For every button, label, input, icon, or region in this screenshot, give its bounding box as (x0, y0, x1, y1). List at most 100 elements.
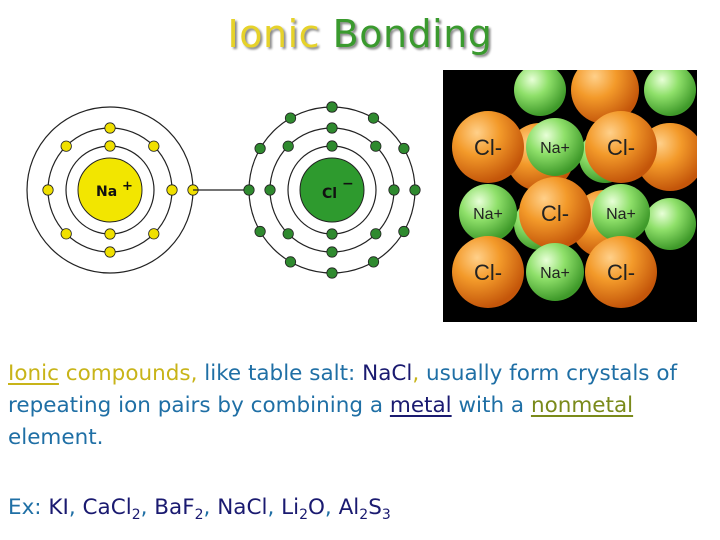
example-ki: KI (48, 495, 69, 520)
electron (264, 184, 276, 196)
example-sep: , (267, 495, 282, 520)
text-usually-form: usually form crystals of repeating ion p… (8, 361, 678, 418)
na-electrons (42, 122, 199, 258)
chloride-label: Cl- (474, 260, 502, 285)
slide-title: Ionic Bonding (0, 10, 720, 58)
chloride-label: Cl- (474, 135, 502, 160)
text-element: element. (8, 425, 104, 450)
formula-subscript: 2 (359, 507, 369, 523)
sodium-sphere (514, 70, 566, 116)
example-cacl2: CaCl2 (82, 495, 141, 523)
formula-tail: S (368, 495, 382, 520)
chloride-sphere (519, 177, 591, 249)
electron (104, 140, 116, 152)
text-compounds: compounds (58, 361, 191, 386)
sodium-label: Na+ (540, 265, 570, 282)
electron (284, 112, 297, 124)
chloride-label: Cl- (607, 135, 635, 160)
electron (326, 228, 338, 240)
electron (104, 122, 116, 134)
example-baf2: BaF2 (154, 495, 204, 523)
electron (60, 140, 72, 152)
electron (398, 225, 410, 238)
electron (326, 140, 338, 152)
cl-nucleus (299, 157, 365, 223)
example-sep: , (68, 495, 83, 520)
formula-tail: O (307, 495, 325, 520)
title-word-ionic: Ionic (227, 12, 321, 56)
electron (370, 140, 382, 152)
formula-main: BaF (154, 495, 195, 520)
electron (148, 140, 160, 152)
electron (254, 225, 266, 238)
word-nonmetal: nonmetal (530, 393, 634, 418)
formula-nacl: NaCl (362, 361, 413, 386)
example-sep: , (324, 495, 339, 520)
sodium-sphere (592, 184, 650, 242)
chloride-sphere (585, 236, 657, 308)
examples-line: Ex: KI, CaCl2, BaF2, NaCl, Li2O, Al2S3 (8, 492, 391, 524)
word-metal: metal (389, 393, 452, 418)
chloride-sphere (571, 70, 639, 124)
electron (326, 246, 338, 258)
chloride-sphere (585, 111, 657, 183)
sodium-sphere (459, 184, 517, 242)
electron (104, 246, 116, 258)
sodium-label: Na+ (606, 206, 636, 223)
na-charge: + (122, 179, 133, 194)
electron (284, 256, 297, 268)
example-al2s3: Al2S3 (339, 495, 391, 523)
sodium-sphere (644, 70, 696, 116)
formula-main: CaCl (82, 495, 132, 520)
example-sep: , (140, 495, 155, 520)
sodium-sphere (526, 243, 584, 301)
electron (254, 142, 266, 155)
electron (326, 122, 338, 134)
crystal-front-layer: Cl- Na+ Cl- Na+ Cl- Na+ Cl- Na+ Cl- (452, 111, 657, 308)
comma-2: , (412, 361, 420, 386)
formula-main: Li (281, 495, 300, 520)
sodium-sphere (644, 198, 696, 250)
electron (60, 228, 72, 240)
sodium-label: Na+ (473, 206, 503, 223)
electron (398, 142, 410, 155)
electron (148, 228, 160, 240)
formula-subscript: 2 (194, 507, 204, 523)
electron (409, 184, 421, 196)
text-with-a: with a (451, 393, 531, 418)
electron (104, 228, 116, 240)
cl-electrons (243, 101, 421, 279)
comma-1: , (190, 361, 198, 386)
electron (326, 101, 338, 113)
examples-prefix: Ex: (8, 495, 49, 520)
chloride-label: Cl- (607, 260, 635, 285)
text-table-salt: like table salt: (197, 361, 363, 386)
title-word-bonding: Bonding (332, 12, 493, 56)
word-ionic: Ionic (8, 361, 59, 386)
na-label: Na (96, 184, 117, 200)
electron (367, 112, 380, 124)
formula-subscript: 2 (131, 507, 141, 523)
sodium-sphere (526, 118, 584, 176)
chloride-sphere (452, 111, 524, 183)
cl-charge: − (342, 176, 354, 192)
example-sep: , (203, 495, 218, 520)
electron (388, 184, 400, 196)
bohr-diagram: Na + Cl − (26, 101, 421, 279)
sodium-label: Na+ (540, 140, 570, 157)
electron (367, 256, 380, 268)
nacl-crystal: Cl- Na+ Cl- Na+ Cl- Na+ Cl- Na+ Cl- (443, 70, 697, 322)
chlorine-atom: Cl − (243, 101, 421, 279)
chloride-label: Cl- (541, 201, 569, 226)
description-paragraph: Ionic compounds, like table salt: NaCl, … (8, 358, 713, 454)
formula-subscript: 2 (299, 507, 308, 523)
formula-subscript: 3 (381, 507, 391, 523)
electron (42, 184, 54, 196)
sodium-atom: Na + (26, 106, 199, 274)
chloride-sphere (452, 236, 524, 308)
electron (243, 184, 255, 196)
na-nucleus (77, 157, 143, 223)
electron (166, 184, 178, 196)
electron (370, 228, 382, 240)
